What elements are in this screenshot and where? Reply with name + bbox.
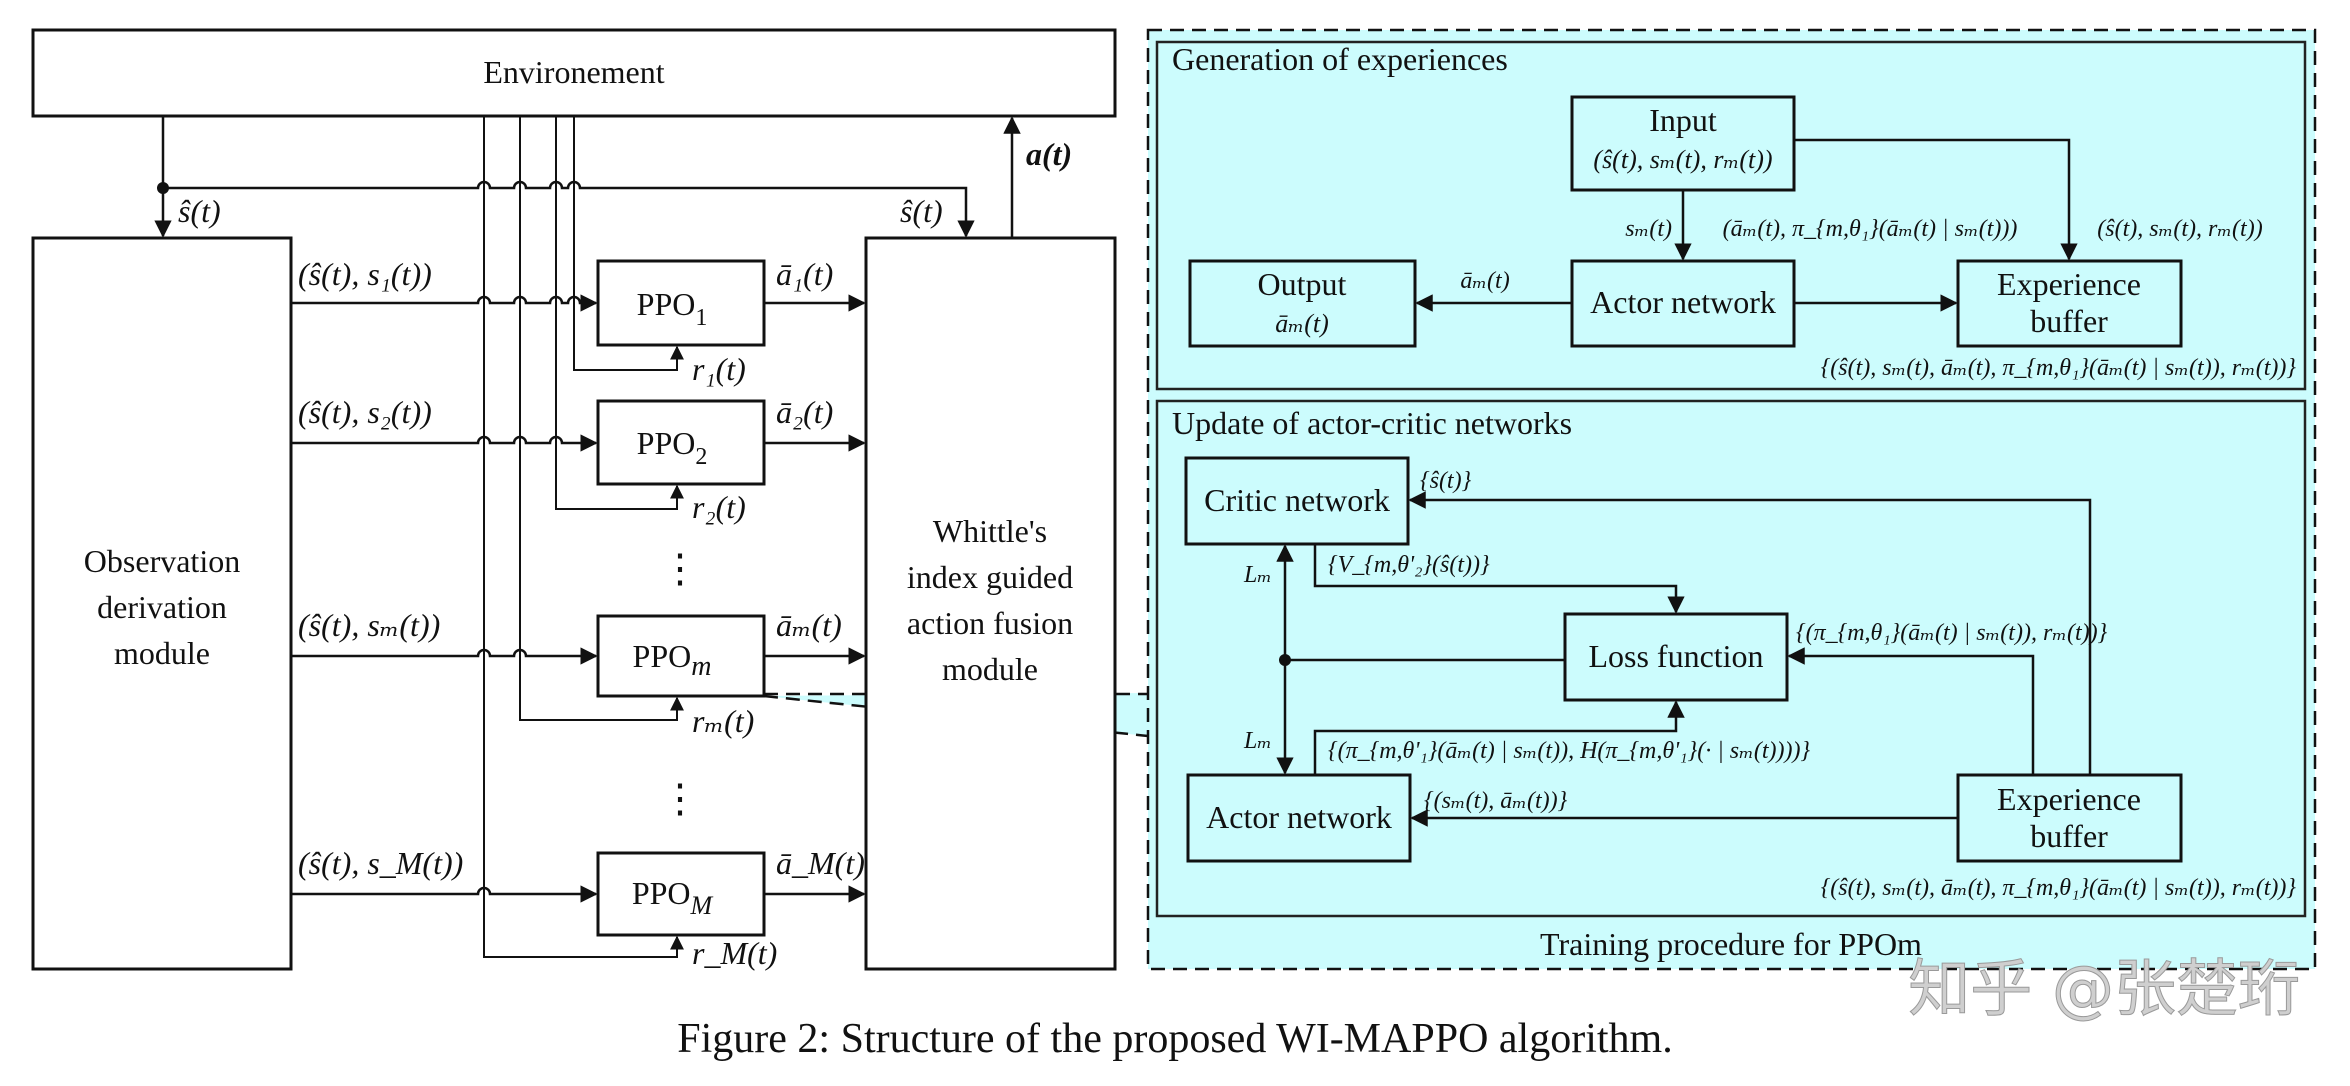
- ppo-label-M: PPOM: [632, 875, 714, 920]
- ppo-label-1: PPO1: [637, 286, 708, 331]
- edge-label-critic-loss: {V_{m,θ'₂}(ŝ(t))}: [1328, 552, 1490, 578]
- gen-buffer-label-1: Experience: [1997, 266, 2141, 302]
- arrow-obs-to-ppom: [291, 647, 598, 665]
- action-label: a(t): [1026, 136, 1072, 172]
- upd-experience-buffer-box[interactable]: [1956, 773, 2183, 863]
- arrow-obs-to-ppo1: [291, 294, 598, 312]
- state-label-right: ŝ(t): [900, 193, 943, 229]
- arrow-obs-to-ppo2: [291, 434, 598, 452]
- state-label-left: ŝ(t): [178, 193, 221, 229]
- environment-label: Environement: [483, 54, 664, 90]
- gen-actor-network-label: Actor network: [1590, 284, 1776, 320]
- ppo-box-M[interactable]: [596, 851, 766, 937]
- arrow-state-to-fusion: [163, 180, 975, 238]
- input-box-title: Input: [1649, 102, 1717, 138]
- gen-experience-buffer-box[interactable]: [1956, 259, 2183, 348]
- loss-label-critic: Lₘ: [1243, 562, 1272, 588]
- upd-actor-network-label: Actor network: [1206, 799, 1392, 835]
- fusion-label-4: module: [942, 651, 1038, 687]
- ppom-reward-label: rₘ(t): [692, 703, 754, 739]
- fusion-label-3: action fusion: [907, 605, 1073, 641]
- output-box-value: āₘ(t): [1275, 309, 1329, 338]
- gen-buffer-contents: {(ŝ(t), sₘ(t), āₘ(t), π_{m,θ₁}(āₘ(t) | s…: [1821, 355, 2297, 381]
- edge-label-actor-buffer: (āₘ(t), π_{m,θ₁}(āₘ(t) | sₘ(t))): [1723, 216, 2018, 242]
- ppo1-input-label: (ŝ(t), s₁(t)): [298, 256, 432, 292]
- ppo-box-2[interactable]: [596, 399, 766, 486]
- arrow-critic-to-loss: [1313, 544, 1685, 614]
- reward-line-2: [555, 116, 684, 510]
- obs-label-3: module: [114, 635, 210, 671]
- loss-function-label: Loss function: [1588, 638, 1763, 674]
- arrow-buffer-to-critic: [1408, 491, 2092, 775]
- output-box-title: Output: [1258, 266, 1347, 302]
- edge-label-input-buffer: (ŝ(t), sₘ(t), rₘ(t)): [2097, 216, 2262, 242]
- reward-line-1: [573, 116, 684, 371]
- input-box-value: (ŝ(t), sₘ(t), rₘ(t)): [1593, 145, 1772, 174]
- edge-label-buffer-loss: {(π_{m,θ₁}(āₘ(t) | sₘ(t)), rₘ(t))}: [1796, 620, 2108, 646]
- ppoM-input-label: (ŝ(t), s_M(t)): [298, 845, 463, 881]
- edge-label-buffer-actor: {(sₘ(t), āₘ(t))}: [1424, 788, 1568, 814]
- upd-buffer-label-2: buffer: [2030, 818, 2108, 854]
- loss-function-box[interactable]: [1563, 612, 1789, 702]
- reward-line-m: [519, 116, 684, 721]
- upd-buffer-contents: {(ŝ(t), sₘ(t), āₘ(t), π_{m,θ₁}(āₘ(t) | s…: [1821, 875, 2297, 901]
- fusion-label-2: index guided: [907, 559, 1073, 595]
- reward-line-M: [483, 116, 684, 958]
- environment-box[interactable]: [31, 28, 1117, 118]
- edge-label-a-m: āₘ(t): [1460, 268, 1509, 294]
- ellipsis-lower: ⋮: [660, 776, 700, 821]
- ppo-box-1[interactable]: [596, 259, 766, 347]
- generation-title: Generation of experiences: [1172, 41, 1508, 77]
- ppo2-input-label: (ŝ(t), s₂(t)): [298, 394, 432, 430]
- upd-buffer-label-1: Experience: [1997, 781, 2141, 817]
- critic-network-label: Critic network: [1204, 482, 1390, 518]
- observation-module-box[interactable]: [31, 236, 293, 971]
- gen-buffer-label-2: buffer: [2030, 303, 2108, 339]
- edge-label-s-m: sₘ(t): [1625, 216, 1672, 242]
- ppo1-reward-label: r₁(t): [692, 351, 746, 387]
- ppo-label-2: PPO2: [637, 425, 708, 470]
- training-panel-title: Training procedure for PPOm: [1540, 926, 1922, 962]
- obs-label-2: derivation: [97, 589, 227, 625]
- edge-label-actor-loss: {(π_{m,θ'₁}(āₘ(t) | sₘ(t)), H(π_{m,θ'₁}(…: [1328, 738, 1810, 764]
- ppo2-reward-label: r₂(t): [692, 489, 746, 525]
- ppo2-output-label: ā₂(t): [776, 394, 833, 430]
- ppom-input-label: (ŝ(t), sₘ(t)): [298, 607, 440, 643]
- output-box[interactable]: [1188, 259, 1417, 348]
- ppo-agent-1[interactable]: PPO1: [596, 259, 766, 347]
- arrow-obs-to-ppoM: [291, 885, 598, 903]
- loss-label-actor: Lₘ: [1243, 728, 1272, 754]
- update-title: Update of actor-critic networks: [1172, 405, 1572, 441]
- ppom-output-label: āₘ(t): [776, 607, 842, 643]
- ppo-agent-2[interactable]: PPO2: [596, 399, 766, 486]
- fusion-module-box[interactable]: [864, 236, 1117, 971]
- ppo-agent-M[interactable]: PPOM: [596, 851, 766, 937]
- ppoM-output-label: ā_M(t): [776, 845, 865, 881]
- ppo-box-m[interactable]: [596, 614, 766, 698]
- figure-caption: Figure 2: Structure of the proposed WI-M…: [677, 1016, 1672, 1062]
- arrow-buffer-to-loss: [1787, 647, 2035, 775]
- ppo-agent-m[interactable]: PPOm: [596, 614, 766, 698]
- upd-actor-network-box[interactable]: [1186, 773, 1412, 863]
- edge-label-buffer-critic: {ŝ(t)}: [1420, 468, 1472, 494]
- critic-network-box[interactable]: [1184, 456, 1410, 546]
- ppoM-reward-label: r_M(t): [692, 935, 777, 971]
- watermark: 知乎 @张楚珩: [1908, 952, 2300, 1025]
- arrow-input-to-buffer: [1794, 138, 2078, 261]
- ppo1-output-label: ā₁(t): [776, 256, 833, 292]
- ellipsis-upper: ⋮: [660, 546, 700, 591]
- ppo-label-m: PPOm: [633, 638, 712, 682]
- arrow-actor-to-loss: [1313, 700, 1685, 775]
- fusion-label-1: Whittle's: [933, 513, 1047, 549]
- obs-label-1: Observation: [84, 543, 240, 579]
- input-box[interactable]: [1570, 95, 1796, 192]
